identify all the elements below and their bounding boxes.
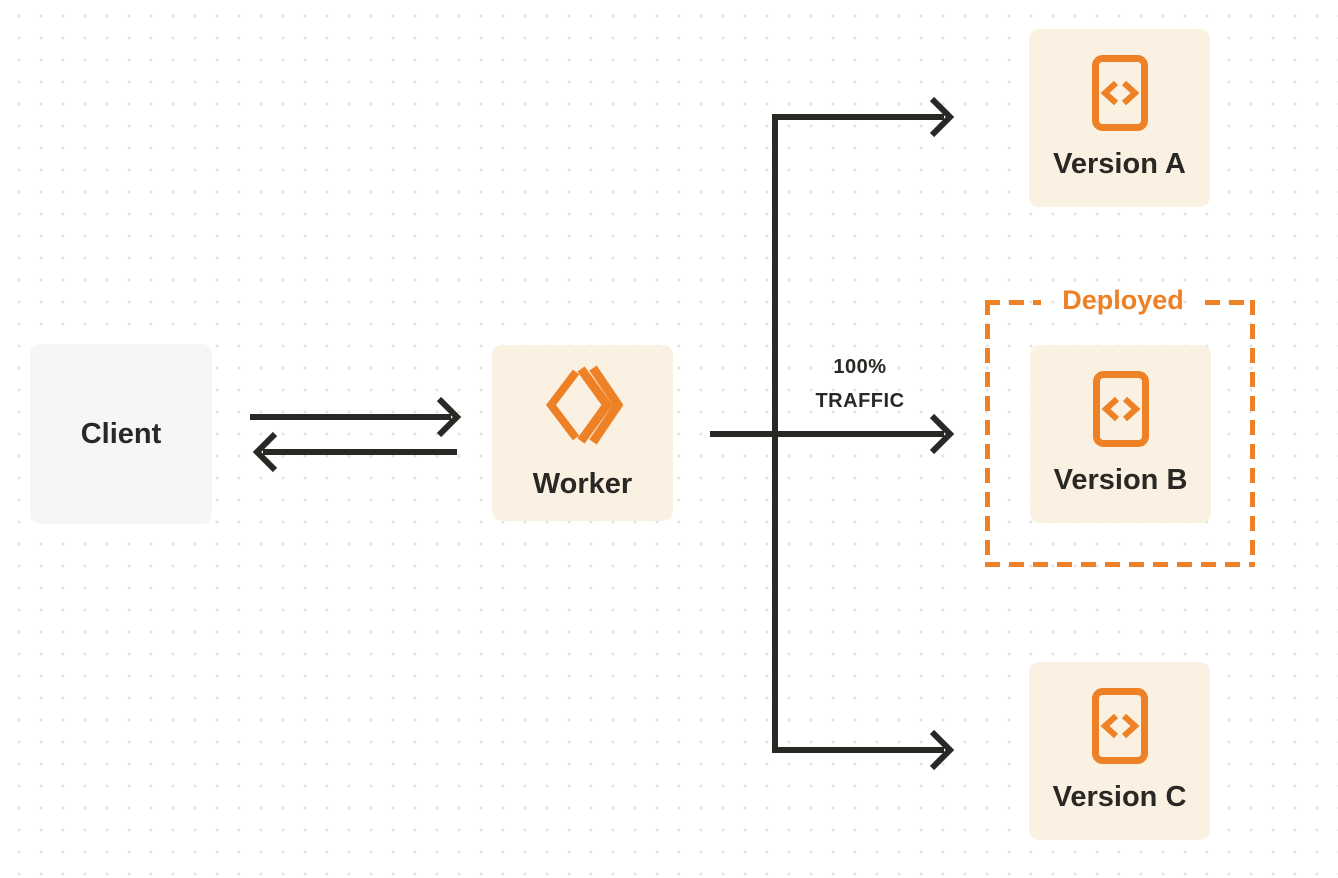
node-client: Client <box>30 344 212 524</box>
node-worker: Worker <box>492 345 673 521</box>
deployed-label: Deployed <box>1062 285 1184 315</box>
worker-to-version-b-arrow <box>710 413 955 455</box>
code-file-icon <box>1091 688 1148 764</box>
version-a-label: Version A <box>1053 148 1186 180</box>
worker-to-client-arrow <box>252 431 457 473</box>
client-label: Client <box>80 417 162 450</box>
version-c-arrowhead <box>929 729 955 771</box>
worker-branch-trunk <box>772 96 955 771</box>
client-to-worker-arrow <box>250 396 462 438</box>
traffic-label: 100% TRAFFIC <box>775 350 945 418</box>
version-c-label: Version C <box>1052 781 1187 813</box>
node-version-a: Version A <box>1029 29 1210 207</box>
code-file-icon <box>1091 55 1148 131</box>
node-version-c: Version C <box>1029 662 1210 840</box>
version-a-arrowhead <box>929 96 955 138</box>
traffic-percent-text: 100% <box>833 356 887 378</box>
worker-label: Worker <box>532 467 633 500</box>
code-file-icon <box>1092 371 1149 447</box>
cloudflare-workers-logo-icon <box>545 364 623 445</box>
version-b-label: Version B <box>1053 464 1188 496</box>
traffic-word-text: TRAFFIC <box>815 390 905 412</box>
node-version-b: Version B <box>1030 345 1211 523</box>
